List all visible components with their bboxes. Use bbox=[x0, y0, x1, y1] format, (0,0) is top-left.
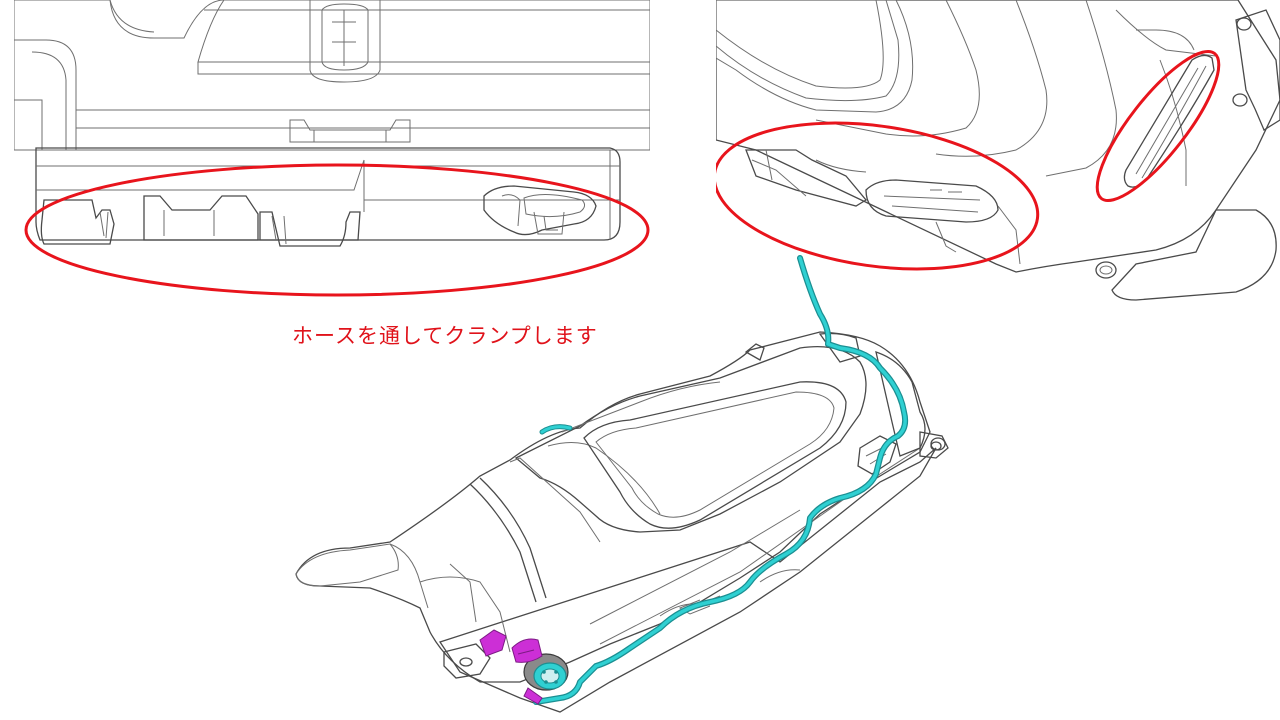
detail-view-left bbox=[14, 0, 650, 300]
assembly-view-drawing bbox=[295, 255, 949, 713]
tank-raised-pad bbox=[583, 381, 847, 529]
tank-top-panel bbox=[514, 345, 867, 533]
assembly-view bbox=[280, 252, 960, 720]
caption-text: ホースを通してクランプします bbox=[292, 324, 598, 348]
annotation-ellipse-right-upper bbox=[1095, 49, 1221, 203]
detail-view-right bbox=[716, 0, 1280, 310]
tank-body bbox=[295, 331, 931, 683]
connector bbox=[479, 629, 569, 705]
annotation-ellipse-left bbox=[24, 163, 650, 297]
annotation-ellipse-right-lower bbox=[716, 121, 1040, 271]
detail-view-left-drawing bbox=[14, 0, 650, 297]
detail-view-right-drawing bbox=[716, 0, 1280, 301]
hose bbox=[533, 255, 909, 705]
